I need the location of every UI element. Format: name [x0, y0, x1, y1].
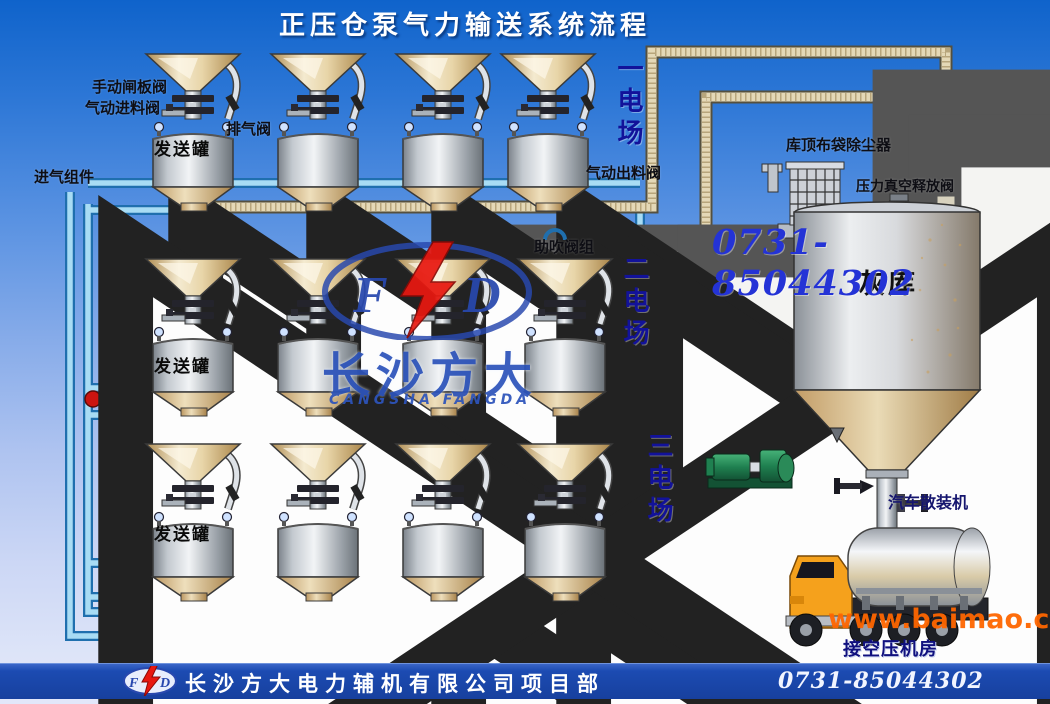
silo-speckle [910, 223, 962, 374]
footer-logo-f: F [128, 676, 139, 691]
footer-company-name: 长沙方大电力辅机有限公司项目部 [185, 672, 605, 696]
label-silo-top-dust-collector: 库顶布袋除尘器 [786, 136, 892, 154]
red-valve-handle [84, 390, 102, 408]
loader-valve-right [897, 494, 928, 512]
loader-valve-left [834, 478, 874, 494]
footer-logo-d: D [159, 676, 170, 691]
footer-lightning-bolt-icon [141, 666, 162, 696]
label-truck-bulk-loader: 汽车散装机 [888, 493, 969, 512]
logo-mark: F D [322, 241, 532, 340]
logo-letter-f: F [352, 267, 388, 324]
label-sending-tank-row1: 发送罐 [154, 140, 211, 160]
label-pressure-vacuum-release-valve: 压力真空释放阀 [856, 179, 954, 195]
cone-fitting [829, 427, 845, 444]
truck-tank [847, 527, 991, 610]
label-assist-blow-valve-group: 助吹阀组 [534, 238, 595, 256]
website-watermark: www.baimao.com [828, 604, 1050, 635]
label-manual-gate-valve: 手动闸板阀 [92, 78, 168, 96]
label-field-3: 三电场 [643, 432, 673, 528]
phone-watermark: 0731-85044302 [712, 222, 915, 304]
sending-tank [271, 54, 365, 211]
pump [705, 449, 795, 489]
label-sending-tank-row3: 发送罐 [154, 525, 211, 545]
logo-latin-name: CANGSHA FANGDA [328, 392, 532, 408]
ash-silo [761, 161, 982, 471]
truck-cab [785, 555, 857, 629]
label-sending-tank-row2: 发送罐 [154, 357, 211, 377]
truck [785, 527, 991, 647]
label-exhaust-valve: 排气阀 [226, 120, 272, 138]
footer-logo-icon: F D [123, 666, 177, 696]
footer-bar: F D 长沙方大电力辅机有限公司项目部 0731-85044302 [0, 663, 1050, 699]
truck-wheels [789, 613, 959, 647]
label-air-inlet-assembly: 进气组件 [34, 168, 95, 186]
label-pneumatic-feed-valve: 气动进料阀 [85, 99, 161, 117]
label-to-air-compressor-room: 接空压机房 [843, 639, 938, 660]
lightning-bolt-icon [399, 241, 457, 339]
logo-chinese-name: 长沙方大 [321, 348, 538, 404]
logo-letter-d: D [462, 267, 501, 324]
valve-set [84, 221, 1050, 704]
label-pneumatic-discharge-valve: 气动出料阀 [586, 164, 662, 182]
label-field-2: 二电场 [619, 255, 649, 351]
label-field-1: 一电场 [613, 55, 643, 151]
sending-tank [396, 54, 490, 211]
company-logo-watermark: F D 长沙方大 CANGSHA FANGDA [305, 240, 555, 410]
sending-tank [501, 54, 595, 211]
diagram-title: 正压仓泵气力输送系统流程 [278, 11, 651, 41]
footer-phone: 0731-85044302 [778, 668, 984, 694]
label-ash-silo: 灰库 [858, 269, 918, 300]
